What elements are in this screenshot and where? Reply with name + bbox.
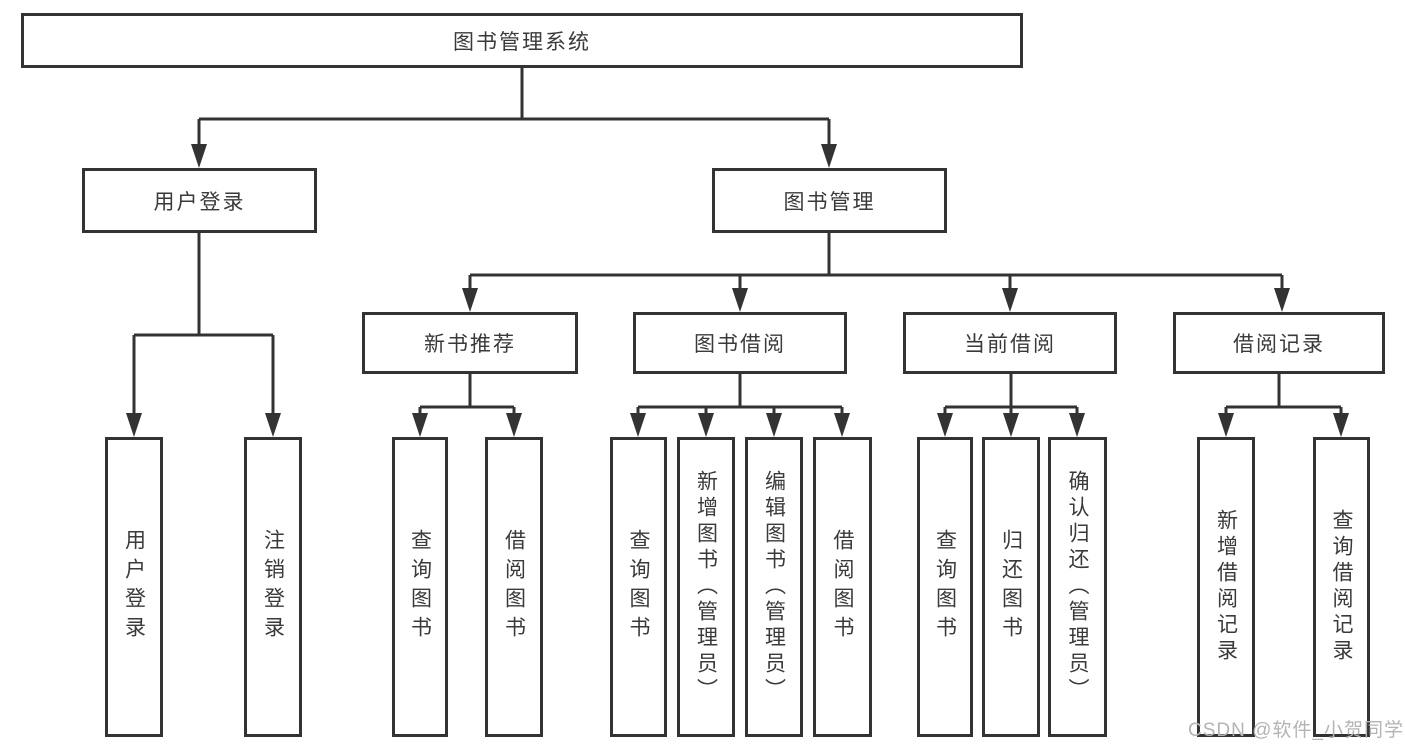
node-root-system: 图书管理系统 (21, 13, 1023, 68)
leaf-bb-add-book-admin: 新增图书（管理员） (677, 437, 735, 737)
leaf-nb-borrow-book: 借阅图书 (485, 437, 543, 737)
leaf-bb-query-book: 查询图书 (610, 437, 667, 737)
node-borrow-record: 借阅记录 (1173, 312, 1385, 374)
leaf-bb-edit-book-admin: 编辑图书（管理员） (745, 437, 803, 737)
node-user-login: 用户登录 (82, 168, 317, 233)
csdn-watermark: CSDN @软件_小贺同学 (1188, 720, 1404, 741)
leaf-br-query-record: 查询借阅记录 (1313, 437, 1370, 737)
node-current-borrow: 当前借阅 (903, 312, 1117, 374)
leaf-cb-query-book: 查询图书 (917, 437, 973, 737)
node-book-management: 图书管理 (712, 168, 947, 233)
node-book-borrow: 图书借阅 (633, 312, 847, 374)
arrowhead-icons (126, 144, 1349, 437)
leaf-cb-confirm-return-admin: 确认归还（管理员） (1048, 437, 1107, 737)
leaf-br-add-record: 新增借阅记录 (1197, 437, 1255, 737)
leaf-nb-query-book: 查询图书 (392, 437, 448, 737)
leaf-bb-borrow-book: 借阅图书 (813, 437, 872, 737)
leaf-cb-return-book: 归还图书 (982, 437, 1040, 737)
leaf-logout: 注销登录 (244, 437, 302, 737)
node-new-book-recommend: 新书推荐 (362, 312, 578, 374)
leaf-user-login: 用户登录 (105, 437, 163, 737)
